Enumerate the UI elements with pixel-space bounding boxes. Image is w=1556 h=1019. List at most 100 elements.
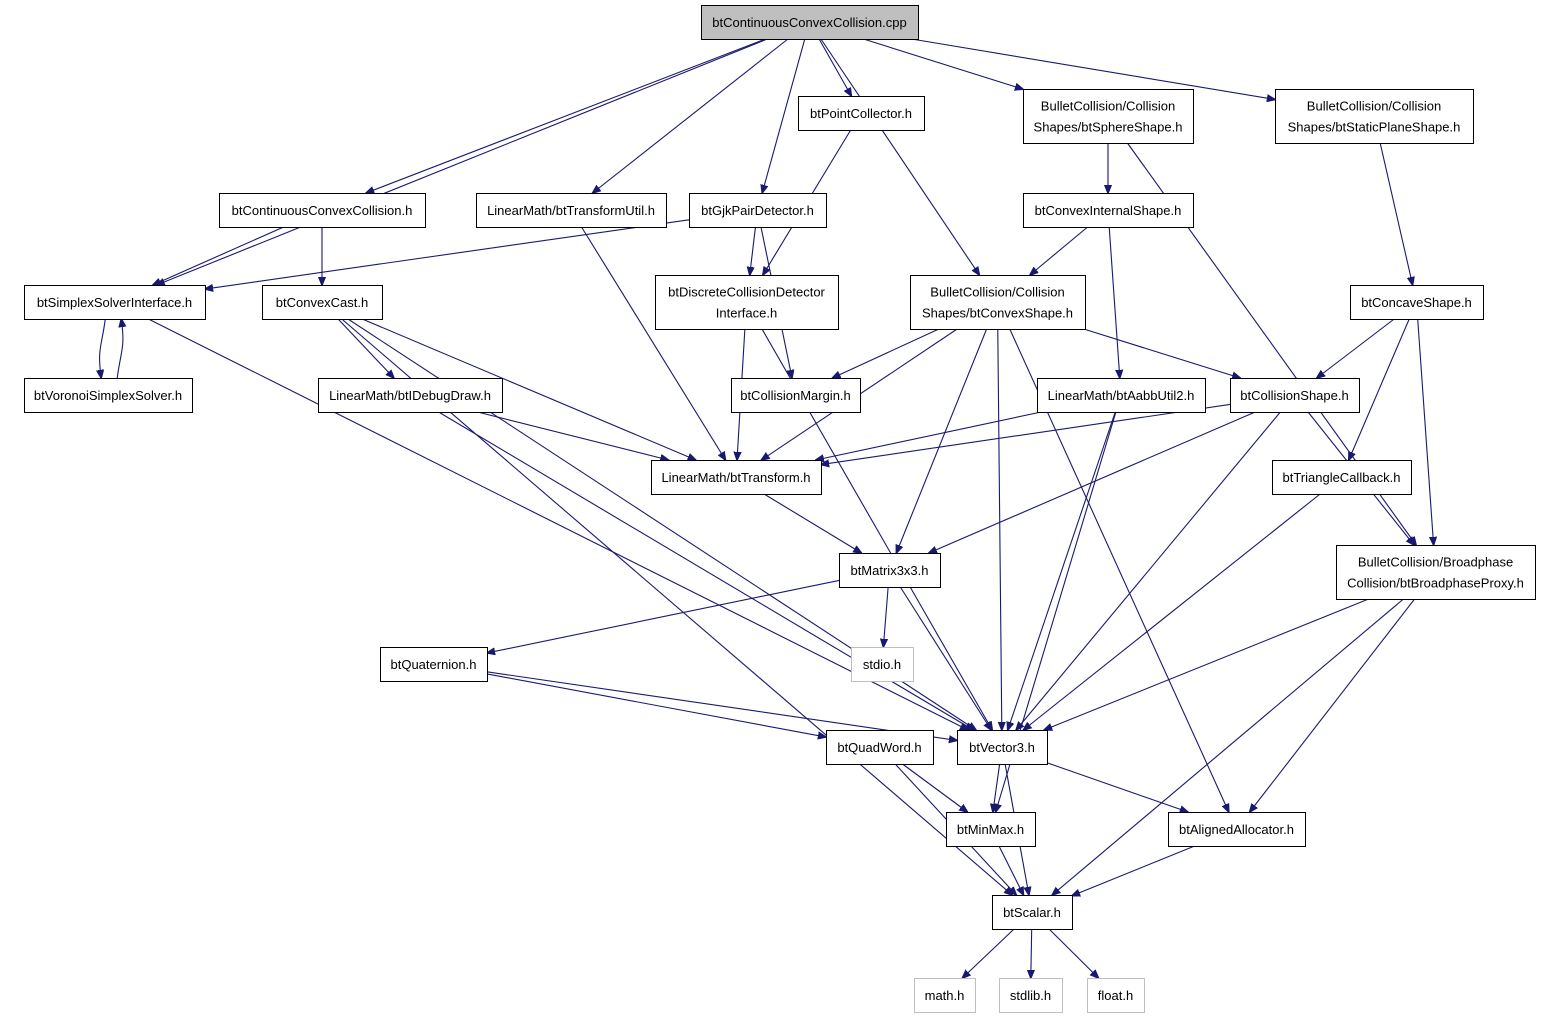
node-label-convexshape-line-1: BulletCollision/Collision [930,285,1064,300]
node-box-transformutil[interactable] [476,193,667,228]
node-label-aabbutil: LinearMath/btAabbUtil2.h [1048,388,1195,403]
edge-collisionshape-to-matrix [929,411,1256,553]
edge-root-to-pointcollector [818,38,851,96]
node-box-collisionshape[interactable] [1230,378,1360,413]
node-collisionshape[interactable]: btCollisionShape.h [1230,378,1360,413]
node-box-stdlib[interactable] [999,978,1063,1013]
edge-transform-to-matrix [763,493,861,553]
node-box-convexcast[interactable] [262,285,383,320]
edge-collisionshape-to-transform [821,403,1231,464]
node-box-transform[interactable] [651,460,822,495]
node-box-quadword[interactable] [826,730,934,765]
node-box-voronoi[interactable] [24,378,193,413]
node-box-convexinternal[interactable] [1023,193,1194,228]
node-concave[interactable]: btConcaveShape.h [1350,285,1484,320]
node-transform[interactable]: LinearMath/btTransform.h [651,460,822,495]
node-collisionmargin[interactable]: btCollisionMargin.h [731,378,861,413]
node-box-quaternion[interactable] [380,647,488,682]
node-box-collisionmargin[interactable] [731,378,861,413]
node-trianglecb[interactable]: btTriangleCallback.h [1272,460,1412,495]
node-box-vector3[interactable] [957,730,1048,765]
node-gjkpair[interactable]: btGjkPairDetector.h [689,193,827,228]
node-staticplane[interactable]: BulletCollision/CollisionShapes/btStatic… [1275,89,1474,144]
node-aligned[interactable]: btAlignedAllocator.h [1168,812,1306,847]
node-box-broadphase[interactable] [1336,545,1536,600]
edge-matrix-to-quaternion [487,579,840,653]
node-transformutil[interactable]: LinearMath/btTransformUtil.h [476,193,667,228]
node-vector3[interactable]: btVector3.h [957,730,1048,765]
node-simplexsolver[interactable]: btSimplexSolverInterface.h [24,285,206,320]
node-label-aligned: btAlignedAllocator.h [1179,822,1294,837]
edge-simplexsolver-to-voronoi [100,318,106,378]
node-label-gjkpair: btGjkPairDetector.h [701,203,814,218]
node-box-trianglecb[interactable] [1272,460,1412,495]
node-box-convexshape[interactable] [910,275,1086,330]
node-stdio[interactable]: stdio.h [851,647,914,682]
node-box-float[interactable] [1087,978,1145,1013]
node-pointcollector[interactable]: btPointCollector.h [798,96,925,131]
node-aabbutil[interactable]: LinearMath/btAabbUtil2.h [1037,378,1206,413]
node-label-convexinternal: btConvexInternalShape.h [1035,203,1182,218]
node-quadword[interactable]: btQuadWord.h [826,730,934,765]
node-box-scalar[interactable] [992,895,1073,930]
node-label-root: btContinuousConvexCollision.cpp [712,15,906,30]
node-root[interactable]: btContinuousConvexCollision.cpp [701,5,919,40]
node-box-gjkpair[interactable] [689,193,827,228]
node-idebugdraw[interactable]: LinearMath/btIDebugDraw.h [318,378,503,413]
node-convexcast[interactable]: btConvexCast.h [262,285,383,320]
edge-trianglecb-to-vector3 [1023,493,1321,730]
node-label-stdlib: stdlib.h [1010,988,1051,1003]
node-label-transformutil: LinearMath/btTransformUtil.h [487,203,655,218]
edge-convexinternal-to-aabbutil [1108,226,1120,378]
node-scalar[interactable]: btScalar.h [992,895,1073,930]
node-voronoi[interactable]: btVoronoiSimplexSolver.h [24,378,193,413]
node-box-pointcollector[interactable] [798,96,925,131]
node-box-staticplane[interactable] [1275,89,1474,144]
node-box-aligned[interactable] [1168,812,1306,847]
edge-vector3-to-minmax [993,763,1001,812]
node-box-minmax[interactable] [946,812,1036,847]
edge-root-to-transformutil [593,38,789,193]
node-sphereshape[interactable]: BulletCollision/CollisionShapes/btSphere… [1023,89,1194,144]
node-ccc_h[interactable]: btContinuousConvexCollision.h [219,193,426,228]
edge-root-to-staticplane [911,38,1275,100]
node-box-root[interactable] [701,5,919,40]
edge-vector3-to-aligned [1046,762,1188,812]
edge-aabbutil-to-vector3 [1008,411,1116,730]
node-convexinternal[interactable]: btConvexInternalShape.h [1023,193,1194,228]
node-label-convexcast: btConvexCast.h [276,295,369,310]
node-label-quadword: btQuadWord.h [837,740,921,755]
edge-broadphase-to-aligned [1250,598,1416,812]
node-box-discrete[interactable] [655,275,839,330]
node-box-idebugdraw[interactable] [318,378,503,413]
edge-convexcast-to-idebugdraw [337,318,394,378]
node-label-quaternion: btQuaternion.h [390,657,476,672]
edge-transformutil-to-transform [581,226,726,460]
node-math[interactable]: math.h [914,978,976,1013]
node-label-staticplane-line-2: Shapes/btStaticPlaneShape.h [1288,120,1461,135]
node-box-sphereshape[interactable] [1023,89,1194,144]
node-label-trianglecb: btTriangleCallback.h [1282,470,1400,485]
node-minmax[interactable]: btMinMax.h [946,812,1036,847]
node-box-matrix[interactable] [839,553,941,588]
edge-scalar-to-math [962,928,1015,978]
edge-collisionshape-to-vector3 [1016,411,1281,730]
node-box-math[interactable] [914,978,976,1013]
node-stdlib[interactable]: stdlib.h [999,978,1063,1013]
node-broadphase[interactable]: BulletCollision/BroadphaseCollision/btBr… [1336,545,1536,600]
node-quaternion[interactable]: btQuaternion.h [380,647,488,682]
node-box-aabbutil[interactable] [1037,378,1206,413]
node-box-simplexsolver[interactable] [24,285,206,320]
node-box-concave[interactable] [1350,285,1484,320]
node-box-stdio[interactable] [851,647,914,682]
node-box-ccc_h[interactable] [219,193,426,228]
edge-idebugdraw-to-vector3 [438,411,974,730]
node-convexshape[interactable]: BulletCollision/CollisionShapes/btConvex… [910,275,1086,330]
node-label-sphereshape-line-2: Shapes/btSphereShape.h [1034,120,1183,135]
edge-root-to-sphereshape [863,38,1023,89]
node-float[interactable]: float.h [1087,978,1145,1013]
edge-convexcast-to-transform [362,318,696,460]
node-matrix[interactable]: btMatrix3x3.h [839,553,941,588]
edge-convexinternal-to-convexshape [1030,226,1088,275]
